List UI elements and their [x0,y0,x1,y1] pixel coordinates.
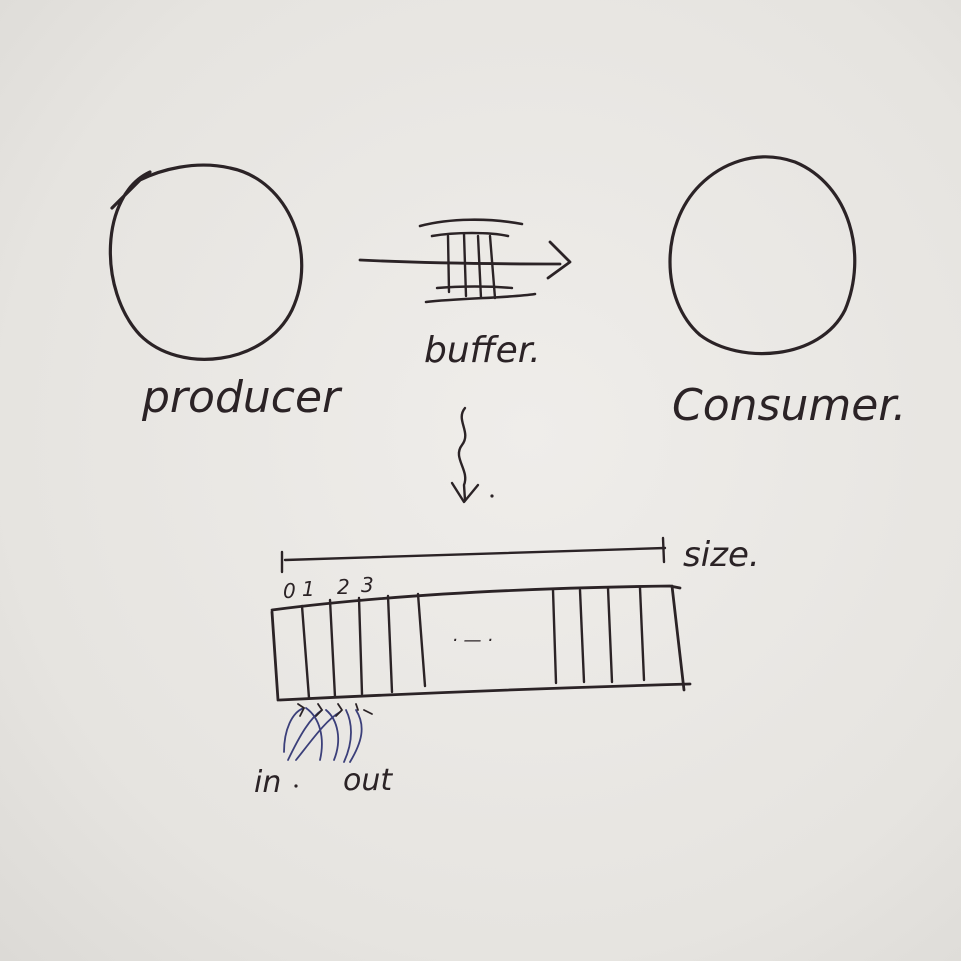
buffer-label: buffer. [424,330,541,371]
svg-text:1: 1 [302,577,315,601]
consumer-label: Consumer. [672,380,906,431]
out-label: out [343,763,393,798]
array-ellipsis: · — · [452,630,493,651]
down-arrow-icon [450,406,494,504]
buffer-glyph [358,218,572,304]
producer-circle [108,163,304,361]
in-label: in [254,765,281,800]
index-labels: 0 1 2 3 [283,573,374,603]
svg-text:3: 3 [361,573,374,597]
producer-label: producer [141,372,343,423]
buffer-array [270,584,692,702]
svg-text:0: 0 [283,579,296,603]
consumer-circle [668,155,857,356]
size-bracket [280,536,667,574]
pointer-arrows [283,703,373,763]
size-label: size. [683,535,760,575]
in-label-dot [294,784,298,788]
svg-text:2: 2 [337,575,350,599]
